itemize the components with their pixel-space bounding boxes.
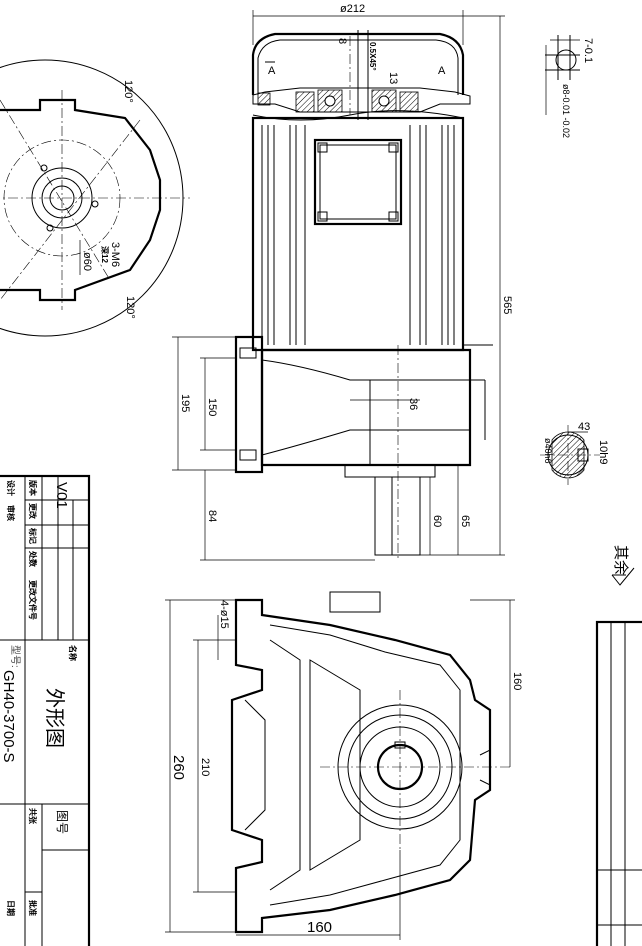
dim-13: 13 xyxy=(387,72,399,84)
dim-36: 36 xyxy=(407,398,419,410)
dim-260: 260 xyxy=(170,755,187,780)
col-label-change: 更改 xyxy=(28,503,38,520)
dim-212: ø212 xyxy=(340,3,365,15)
label-approve: 批准 xyxy=(28,900,38,916)
name-label: 名称 xyxy=(68,645,78,661)
dim-10h9: 10h9 xyxy=(597,440,609,464)
dim-150: 150 xyxy=(206,398,218,416)
dim-195: 195 xyxy=(179,394,191,412)
title-block: V01 版本 更改 标记 处数 更改文件号 设计 审核 型号: GH40-370… xyxy=(0,474,91,946)
section-a-right: A xyxy=(438,65,446,77)
holes-label: 4-ø15 xyxy=(218,600,230,629)
drawing-no-label: 图号 xyxy=(55,810,69,834)
pcd-label: ø60 xyxy=(81,252,93,271)
thread-depth-label: 深12 xyxy=(100,246,110,263)
dim-60: 60 xyxy=(431,515,443,527)
end-view-flange: 120° 120° 3-M6 深12 ø60 xyxy=(0,59,190,337)
dim-65: 65 xyxy=(459,515,471,527)
key-top-label: 7-0.1 xyxy=(582,38,594,63)
dim-40h6: ø40h6 xyxy=(543,438,553,464)
angle-label-1: 120° xyxy=(122,80,134,103)
section-a-left: A xyxy=(268,65,276,77)
thread-label: 3-M6 xyxy=(109,242,121,267)
roughness-symbol-icon xyxy=(611,567,635,586)
dim-43: 43 xyxy=(578,421,590,433)
weight-label: 共张 xyxy=(28,808,38,825)
shaft-section: 43 10h9 ø40h6 xyxy=(540,421,609,485)
key-detail: 7-0.1 ø8-0.01 -0.02 xyxy=(545,35,594,138)
col-label-mark: 标记 xyxy=(28,527,38,544)
dim-160-vertical: 160 xyxy=(511,672,523,690)
dim-210: 210 xyxy=(199,758,211,776)
col-label-change-doc: 更改文件号 xyxy=(28,580,38,620)
motor-side-view: ø212 A A 8 0.5X45° 13 xyxy=(172,3,513,561)
model-label: 型号: xyxy=(9,645,22,668)
dim-565: 565 xyxy=(501,296,513,314)
col-label-count: 处数 xyxy=(28,550,38,568)
label-review: 审核 xyxy=(6,505,16,521)
key-diameter-label: ø8-0.01 -0.02 xyxy=(561,84,571,138)
drawing-name: 外形图 xyxy=(43,688,66,748)
dim-8: 8 xyxy=(336,38,348,44)
gearbox-bottom-view: 4-ø15 260 210 160 160 xyxy=(165,591,523,940)
col-label-version: 版本 xyxy=(28,479,38,496)
dim-160-horizontal: 160 xyxy=(307,919,332,936)
label-date: 日期 xyxy=(6,900,16,916)
roughness-note: 其余 xyxy=(612,545,630,575)
model-value: GH40-3700-S xyxy=(0,670,17,763)
version-label: V01 xyxy=(53,482,70,509)
dim-84: 84 xyxy=(206,510,218,522)
parts-table xyxy=(595,620,642,946)
label-design: 设计 xyxy=(6,480,16,496)
chamfer-label: 0.5X45° xyxy=(368,42,377,71)
angle-label-2: 120° xyxy=(124,296,136,319)
